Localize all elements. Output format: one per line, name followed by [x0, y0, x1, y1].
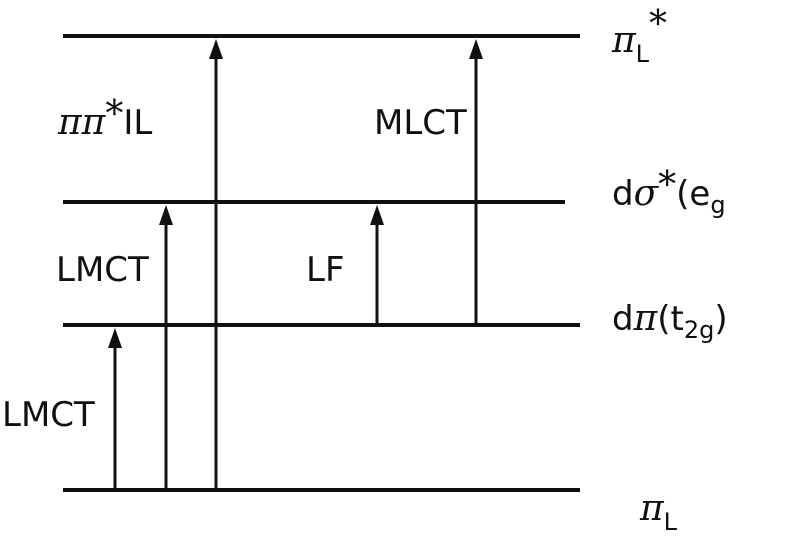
arrow-lmct-upper — [159, 205, 173, 490]
level-label-d-sigma-star: dσ*(eg — [612, 165, 726, 219]
arrow-pipi-star-il — [209, 39, 223, 490]
label-il-greek: ππ — [57, 102, 107, 143]
label-il: ππ*IL — [57, 94, 152, 143]
label-lf: LF — [306, 250, 345, 290]
label-lmct-lower: LMCT — [2, 395, 95, 435]
arrow-mlct — [469, 39, 483, 325]
arrow-lmct-lower — [108, 328, 122, 490]
level-label-d-pi: dπ(t2g) — [612, 298, 728, 344]
arrow-lf — [370, 205, 384, 325]
level-label-pi-L: πL — [639, 488, 678, 536]
level-label-pi-L-star: πL* — [611, 4, 667, 68]
label-lmct-upper: LMCT — [56, 250, 149, 290]
label-mlct: MLCT — [374, 103, 467, 143]
label-il-text: IL — [123, 103, 152, 143]
label-il-star: * — [105, 94, 123, 135]
